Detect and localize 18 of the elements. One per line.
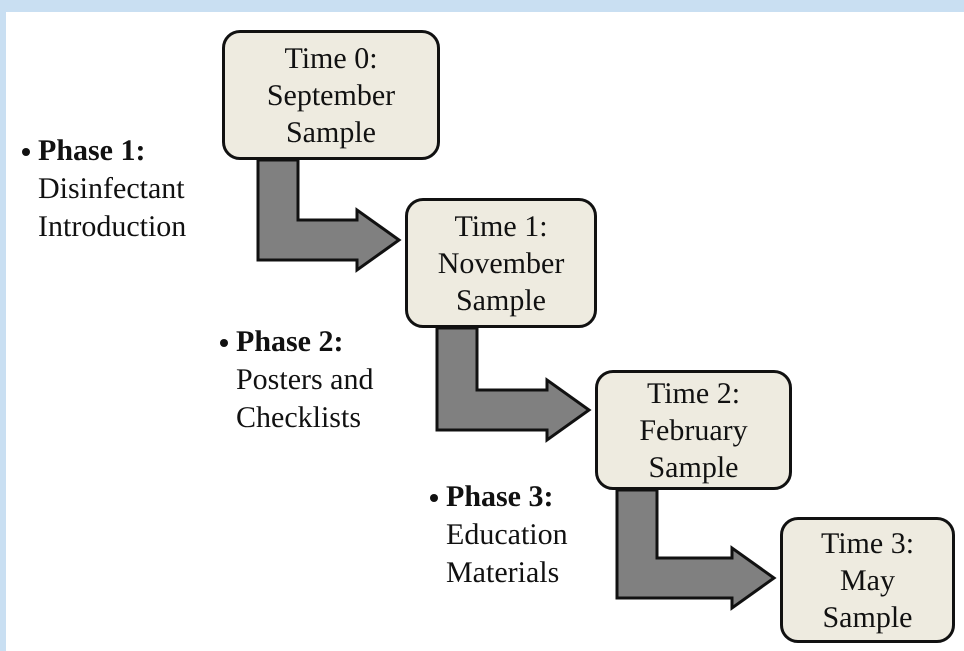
sample-name: November Sample: [436, 246, 566, 318]
sample-name: February Sample: [638, 412, 749, 486]
phase-label: Phase 1: Disinfectant Introduction: [38, 133, 188, 245]
sample-name: May Sample: [822, 562, 914, 636]
sample-box: [405, 198, 597, 328]
time-heading: Time 3:: [820, 526, 914, 562]
elbow-arrow: [256, 158, 402, 273]
time-heading: Time 0:: [284, 40, 378, 76]
sample-box: [780, 517, 955, 643]
time-heading: Time 2:: [646, 376, 740, 412]
phase-label: Phase 2: Posters and Checklists: [236, 324, 374, 436]
elbow-arrow: [616, 488, 777, 611]
sample-box: [222, 30, 440, 160]
elbow-arrow: [436, 326, 592, 443]
time-heading: Time 1:: [454, 208, 548, 244]
sample-name: September Sample: [266, 78, 396, 150]
sample-box: [595, 370, 792, 490]
phase-label: Phase 3: Education Materials: [446, 479, 569, 591]
